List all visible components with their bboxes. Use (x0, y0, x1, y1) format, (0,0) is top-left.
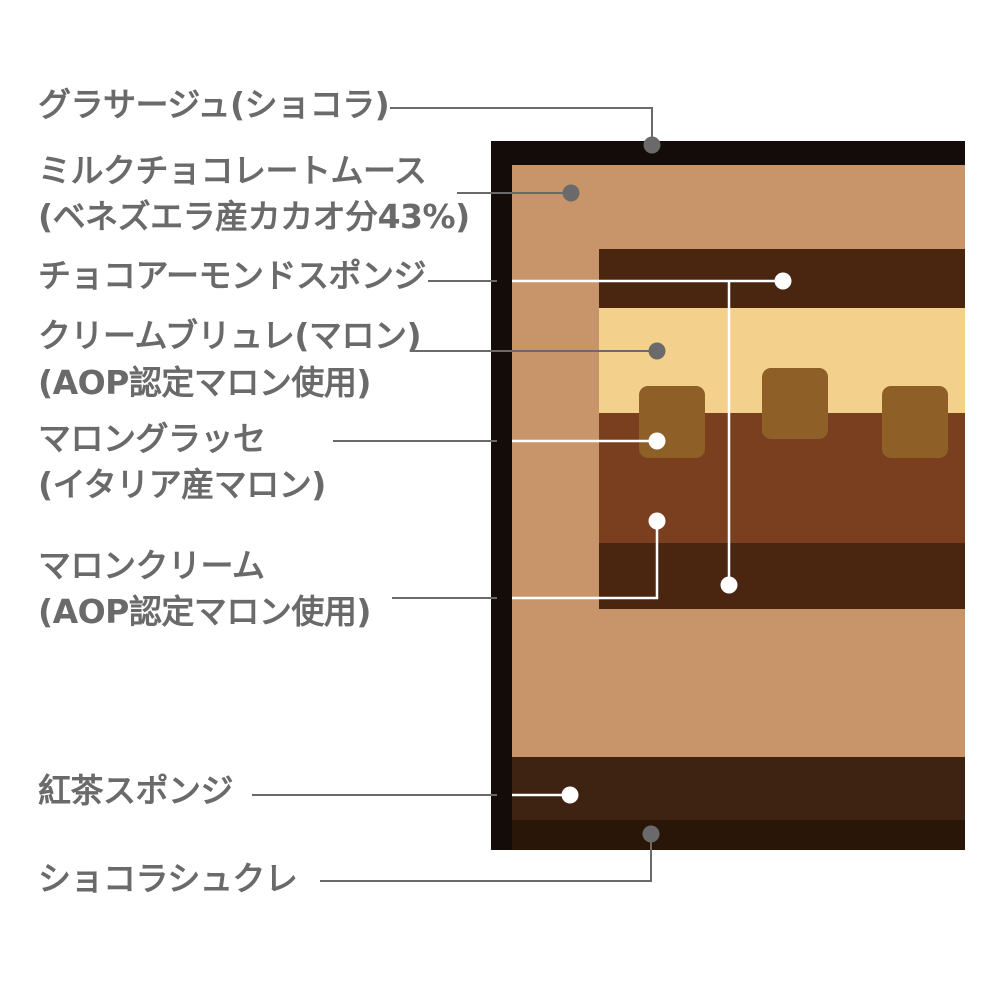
marron-glace-piece (882, 386, 948, 458)
label-choco-sponge: チョコアーモンドスポンジ (38, 256, 427, 295)
tea-sponge-layer (512, 757, 965, 820)
label-brulee-line1: クリームブリュレ(マロン) (38, 316, 422, 355)
label-brulee-line2: (AOP認定マロン使用) (38, 363, 371, 402)
label-glace-line1: マロングラッセ (38, 419, 266, 458)
leader-crunch (320, 834, 652, 882)
dot-marron-cream (648, 512, 666, 530)
leader-lines-gray (252, 107, 657, 882)
dot-choco-sponge-top (774, 272, 792, 290)
label-glacage: グラサージュ(ショコラ) (38, 85, 390, 124)
label-milk-mousse-line1: ミルクチョコレートムース (38, 151, 427, 190)
leader-lines-white (512, 279, 783, 797)
crunch-layer (512, 820, 965, 850)
label-marron-cream-line1: マロンクリーム (38, 546, 265, 585)
marron-glace-piece (639, 386, 705, 458)
dot-glacage (643, 136, 661, 154)
dot-marron-glace (648, 432, 666, 450)
label-milk-mousse-line2: (ベネズエラ産カカオ分43%) (38, 197, 470, 236)
dot-choco-sponge-bottom (720, 576, 738, 594)
leader-glacage (390, 107, 653, 145)
label-crunch: ショコラシュクレ (38, 859, 298, 898)
choco-sponge-bottom-layer (599, 543, 965, 609)
label-tea-sponge: 紅茶スポンジ (38, 771, 234, 810)
marron-glace-piece (762, 368, 828, 439)
dot-brulee (648, 342, 666, 360)
endpoint-dots (561, 136, 792, 843)
dot-milk-mousse (562, 184, 580, 202)
leader-marron-cream-inner (512, 521, 659, 600)
dot-tea-sponge (561, 786, 579, 804)
dot-crunch (642, 825, 660, 843)
label-glace-line2: (イタリア産マロン) (38, 465, 326, 504)
label-marron-cream-line2: (AOP認定マロン使用) (38, 592, 371, 631)
